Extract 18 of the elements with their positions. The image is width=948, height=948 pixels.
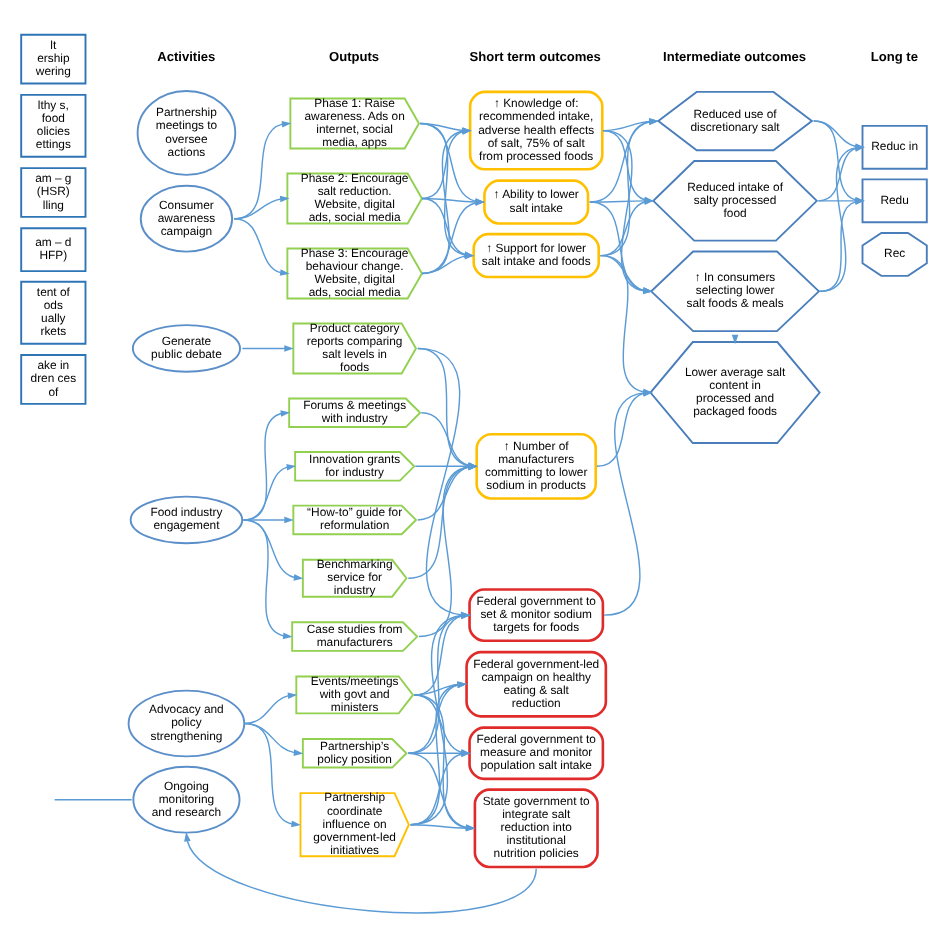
arrow: [242, 410, 291, 521]
arrow: [233, 218, 290, 276]
arrow: [233, 120, 292, 220]
arrow: [242, 519, 304, 581]
arrow: [242, 516, 294, 524]
connector: [53, 798, 133, 801]
arrow: [243, 692, 298, 725]
arrow: [417, 347, 471, 619]
arrow: [413, 694, 476, 831]
arrow: [233, 195, 290, 220]
arrow: [241, 345, 294, 352]
arrow: [184, 832, 537, 914]
arrow: [599, 118, 659, 257]
arrow: [242, 464, 297, 521]
arrow: [409, 824, 476, 832]
arrow: [242, 519, 293, 640]
arrow: [243, 722, 301, 828]
arrow: [731, 330, 739, 345]
